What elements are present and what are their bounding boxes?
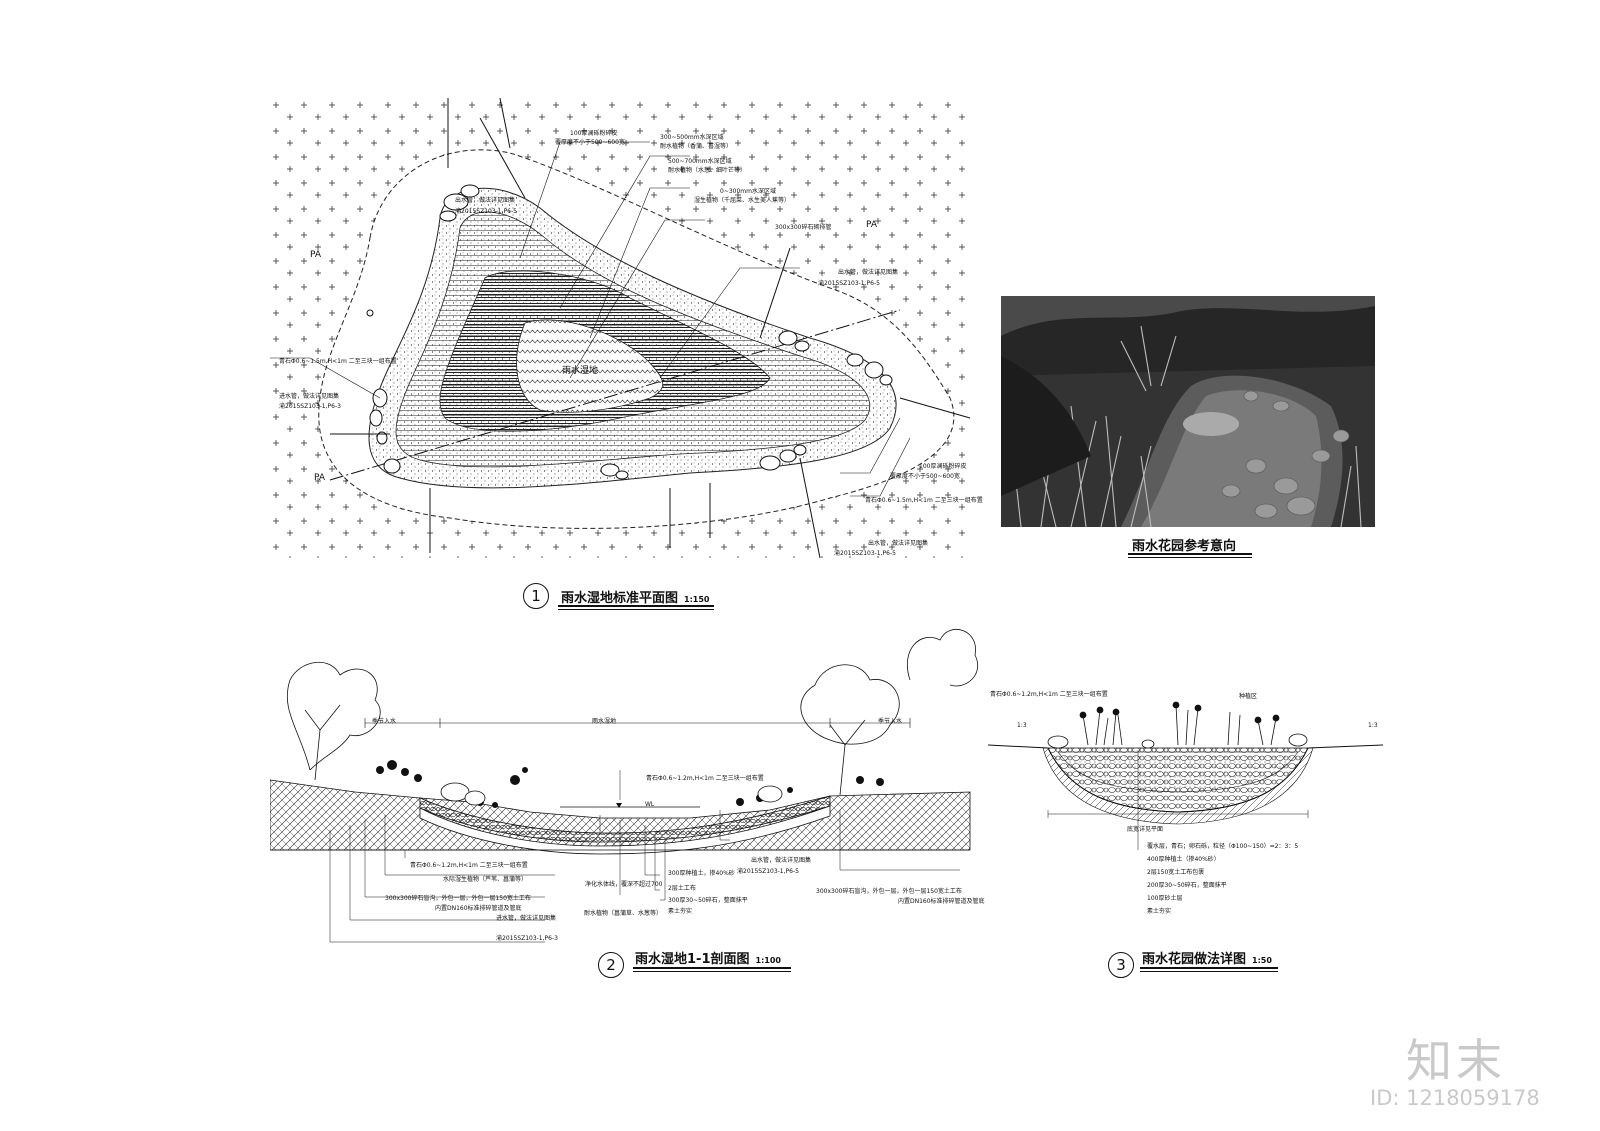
detail-label: 素土夯实 xyxy=(1147,908,1172,915)
plan-label: 渝2015SZ103-1,P6-5 xyxy=(818,280,880,287)
plan-label: 出水管，做法详见图集 xyxy=(838,269,899,276)
detail-label: 1:3 xyxy=(1368,722,1378,729)
section-top-label: 季节入水 xyxy=(372,718,397,725)
drawing-number-badge: 3 xyxy=(1108,952,1134,978)
plan-label: 0~300mm水深区域 xyxy=(720,188,776,195)
plan-drawing xyxy=(270,98,971,559)
plan-label: 渝2015SZ103-1,P6-5 xyxy=(455,208,517,215)
section-label: 净化水体线，覆深不超过700 xyxy=(585,881,663,888)
detail-drawing xyxy=(988,701,1384,850)
drawing-number-badge: 1 xyxy=(523,583,549,609)
plan-label: 300x300碎石砌排管 xyxy=(775,224,832,231)
plan-label: 100厚澜砾粉碎皮 xyxy=(570,130,618,137)
section-top-label: 雨水湿地 xyxy=(592,718,617,725)
plan-label: 青石Φ0.6~1.5m,H<1m 二至三块一组布置 xyxy=(865,497,983,504)
rain-garden-photo xyxy=(1001,296,1375,527)
plan-label: 覆厚度不小于500~600宽 xyxy=(555,139,625,146)
detail-label: 200厚30~50碎石，整面抹平 xyxy=(1147,882,1227,889)
section-label: 300x300碎石盲沟，外包一层，外包一层150宽土工布 xyxy=(816,888,962,895)
watermark-id: ID: 1218059178 xyxy=(1370,1086,1540,1110)
detail-label: 种植区 xyxy=(1239,693,1258,700)
section-label: 耐水植物（菖蒲草、水葱等） xyxy=(584,910,663,917)
drawing-number-badge: 2 xyxy=(598,952,624,978)
plan-label: 耐水植物（香蒲、喜湿等） xyxy=(660,143,733,150)
section-label: 素土夯实 xyxy=(668,908,693,915)
section-label: 青石Φ0.6~1.2m,H<1m 二至三块一组布置 xyxy=(646,775,764,782)
detail-label: 底宽详见平面 xyxy=(1127,826,1164,833)
section-label: 300厚种植土，掺40%砂 xyxy=(668,870,735,877)
pa-label: PA xyxy=(866,220,878,230)
section-label: 内置DN160标准排碎管道及管底 xyxy=(435,905,522,912)
pa-label: PA xyxy=(310,250,322,260)
water-level-label: WL xyxy=(645,801,655,808)
watermark-logo: 知末 xyxy=(1406,1034,1506,1088)
plan-label: 进水管，做法详见图集 xyxy=(279,393,340,400)
section-label: 2层土工布 xyxy=(668,885,696,892)
section-top-label: 季节入水 xyxy=(878,718,903,725)
detail-label: 100厚砂土层 xyxy=(1147,895,1183,902)
plan-label: 100厚澜砾粉碎皮 xyxy=(919,463,967,470)
plan-label: 湿生植物（千屈菜、水生美人蕉等） xyxy=(694,197,791,204)
plan-label: 出水管，做法详见图集 xyxy=(455,197,516,204)
plan-label: 300~500mm水深区域 xyxy=(660,134,724,141)
pa-label: PA xyxy=(314,473,326,483)
section-label: 进水管，做法详见图集 xyxy=(496,915,557,922)
section-label: 渝2015SZ103-1,P6-5 xyxy=(737,868,799,875)
section-label: 内置DN160标准排碎管道及管底 xyxy=(898,898,985,905)
detail-label: 覆水层，青石；卵石砾，粒径（Φ100~150）=2：3：5 xyxy=(1147,843,1299,850)
plan-label: 耐水植物（水葱、细叶芒等） xyxy=(668,167,747,174)
section-drawing xyxy=(270,629,978,943)
detail-label: 1:3 xyxy=(1017,722,1027,729)
plan-label: 渝2015SZ103-1,P6-3 xyxy=(279,403,341,410)
section-label: 300厚30~50碎石，整面抹平 xyxy=(668,897,748,904)
section-label: 青石Φ0.6~1.2m,H<1m 二至三块一组布置 xyxy=(410,862,528,869)
plan-label: 渝2015SZ103-1,P6-5 xyxy=(834,550,896,557)
detail-label: 青石Φ0.6~1.2m,H<1m 二至三块一组布置 xyxy=(990,691,1108,698)
photo-caption: 雨水花园参考意向 xyxy=(1132,539,1237,554)
plan-label: 覆厚度不小于500~600宽 xyxy=(890,473,960,480)
section-label: 渝2015SZ103-1,P6-3 xyxy=(496,935,558,942)
plan-label: 500~700mm水深区域 xyxy=(668,158,732,165)
section-label: 300x300碎石盲沟，外包一层，外包一层150宽土工布 xyxy=(385,895,531,902)
plan-label: 出水管，做法详见图集 xyxy=(868,540,929,547)
plan-center-label: 雨水湿地 xyxy=(562,366,599,376)
section-label: 出水管，做法详见图集 xyxy=(751,857,812,864)
plan-label: 青石Φ0.6~1.5m,H<1m 二至三块一组布置 xyxy=(279,358,397,365)
detail-label: 2层150宽土工布包裹 xyxy=(1147,869,1205,876)
detail-label: 400厚种植土（掺40%砂） xyxy=(1147,856,1220,863)
section-label: 水际湿生植物（芦苇、菖蒲等） xyxy=(443,876,528,883)
